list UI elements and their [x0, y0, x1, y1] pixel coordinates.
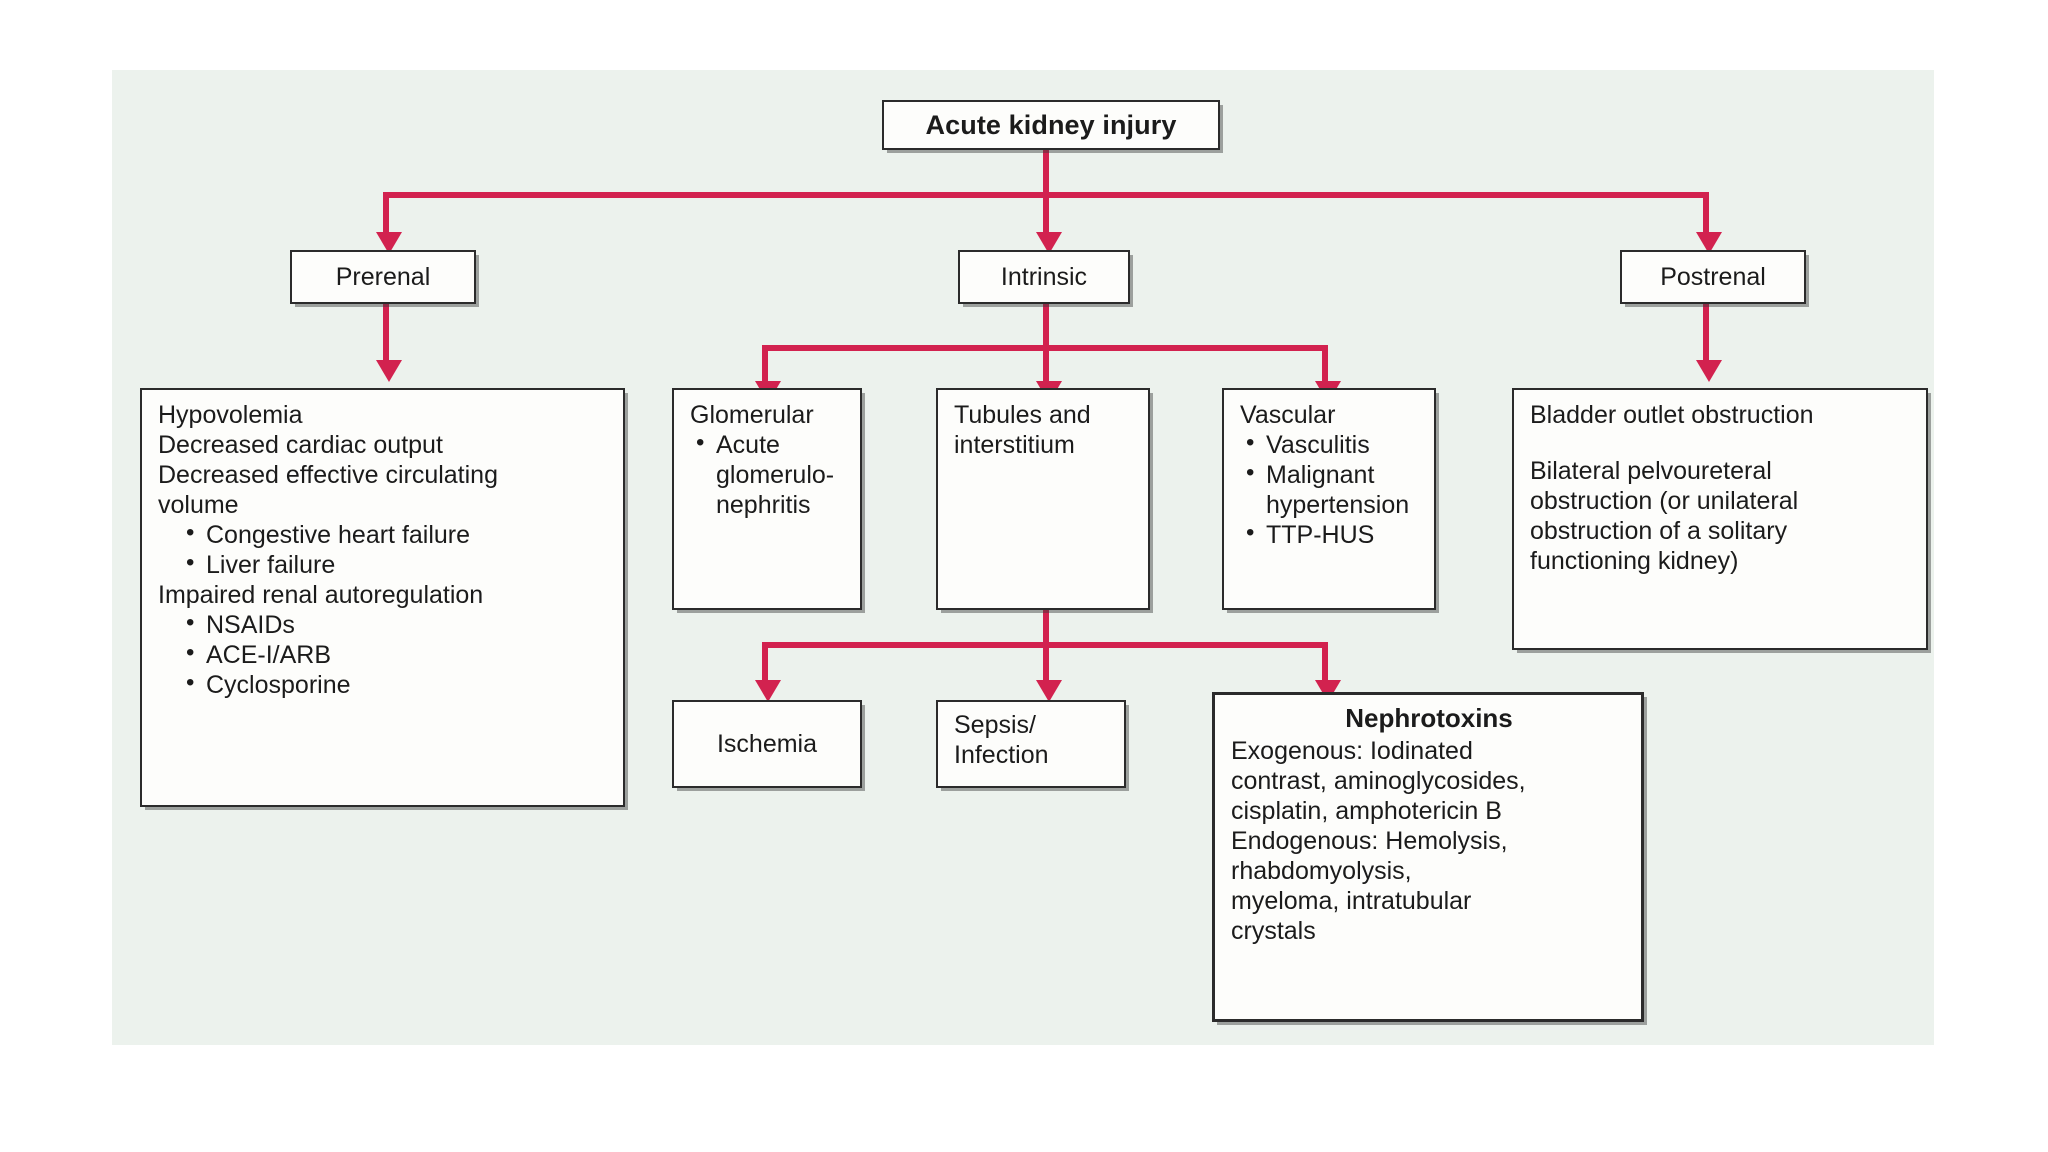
- node-ischemia[interactable]: Ischemia: [672, 700, 862, 788]
- glomerular-bullet-line-2: glomerulo-: [716, 461, 835, 489]
- prerenal-line-5: Impaired renal autoregulation: [158, 581, 484, 609]
- glomerular-bullets: Acute glomerulo- nephritis: [690, 429, 846, 520]
- vascular-bullet-2-line-2: hypertension: [1266, 491, 1410, 519]
- node-intrinsic[interactable]: Intrinsic: [958, 250, 1130, 304]
- connector-root-stem: [1043, 148, 1049, 195]
- sepsis-line-1: Sepsis/: [954, 711, 1036, 739]
- prerenal-line-4: volume: [158, 491, 239, 519]
- arrowhead-prerenal-detail: [376, 360, 402, 382]
- vascular-bullets: Vasculitis Malignant hypertension TTP-HU…: [1240, 429, 1420, 550]
- connector-intrinsic-stem: [1043, 302, 1049, 351]
- prerenal-bullets-autoregulation: NSAIDs ACE-I/ARB Cyclosporine: [158, 609, 609, 700]
- node-postrenal-detail[interactable]: Bladder outlet obstruction Bilateral pel…: [1512, 388, 1928, 650]
- prerenal-line-2: Decreased cardiac output: [158, 431, 443, 459]
- tubules-line-2: interstitium: [954, 431, 1075, 459]
- list-item: TTP-HUS: [1240, 519, 1420, 550]
- node-prerenal-detail[interactable]: Hypovolemia Decreased cardiac output Dec…: [140, 388, 625, 807]
- nephrotoxins-line-3: cisplatin, amphotericin B: [1231, 797, 1502, 826]
- postrenal-line-1: Bladder outlet obstruction: [1530, 401, 1814, 429]
- arrowhead-postrenal: [1696, 232, 1722, 254]
- glomerular-bullet-line-1: Acute: [716, 431, 780, 459]
- connector-tubules-stem: [1043, 600, 1049, 648]
- node-tubules-interstitium[interactable]: Tubules and interstitium: [936, 388, 1150, 610]
- connector-to-postrenal: [1703, 192, 1709, 236]
- list-item: Cyclosporine: [158, 669, 609, 700]
- arrowhead-intrinsic: [1036, 232, 1062, 254]
- node-prerenal[interactable]: Prerenal: [290, 250, 476, 304]
- connector-to-sepsis: [1043, 642, 1049, 684]
- nephrotoxins-line-4: Endogenous: Hemolysis,: [1231, 827, 1508, 856]
- sepsis-line-2: Infection: [954, 741, 1049, 769]
- arrowhead-sepsis: [1036, 680, 1062, 702]
- glomerular-heading: Glomerular: [690, 401, 814, 429]
- vascular-heading: Vascular: [1240, 401, 1336, 429]
- connector-to-vascular: [1322, 345, 1328, 385]
- connector-to-intrinsic: [1043, 192, 1049, 236]
- connector-to-ischemia: [762, 642, 768, 684]
- list-item: Liver failure: [158, 549, 609, 580]
- node-intrinsic-label: Intrinsic: [1000, 263, 1088, 291]
- postrenal-line-5: functioning kidney): [1530, 547, 1739, 575]
- nephrotoxins-line-5: rhabdomyolysis,: [1231, 857, 1412, 886]
- connector-to-glomerular: [762, 345, 768, 385]
- vascular-bullet-2-line-1: Malignant: [1266, 461, 1375, 489]
- connector-to-tubules: [1043, 345, 1049, 385]
- postrenal-line-4: obstruction of a solitary: [1530, 517, 1788, 545]
- nephrotoxins-line-2: contrast, aminoglycosides,: [1231, 767, 1526, 796]
- nephrotoxins-line-7: crystals: [1231, 917, 1316, 946]
- spacer: [1530, 430, 1912, 456]
- connector-to-prerenal: [383, 192, 389, 236]
- node-acute-kidney-injury[interactable]: Acute kidney injury: [882, 100, 1220, 150]
- arrowhead-prerenal: [376, 232, 402, 254]
- list-item: Malignant hypertension: [1240, 459, 1420, 520]
- arrowhead-postrenal-detail: [1696, 360, 1722, 382]
- node-nephrotoxins[interactable]: Nephrotoxins Exogenous: Iodinated contra…: [1212, 692, 1644, 1022]
- list-item: Vasculitis: [1240, 429, 1420, 460]
- node-postrenal[interactable]: Postrenal: [1620, 250, 1806, 304]
- node-vascular[interactable]: Vascular Vasculitis Malignant hypertensi…: [1222, 388, 1436, 610]
- node-ischemia-label: Ischemia: [716, 730, 818, 758]
- nephrotoxins-heading: Nephrotoxins: [1345, 703, 1513, 733]
- list-item: NSAIDs: [158, 609, 609, 640]
- glomerular-bullet-line-3: nephritis: [716, 491, 811, 519]
- arrowhead-ischemia: [755, 680, 781, 702]
- prerenal-line-1: Hypovolemia: [158, 401, 303, 429]
- prerenal-bullets-volume: Congestive heart failure Liver failure: [158, 519, 609, 580]
- connector-to-nephrotoxins: [1322, 642, 1328, 684]
- nephrotoxins-line-1: Exogenous: Iodinated: [1231, 737, 1473, 766]
- postrenal-line-2: Bilateral pelvoureteral: [1530, 457, 1772, 485]
- node-glomerular[interactable]: Glomerular Acute glomerulo- nephritis: [672, 388, 862, 610]
- prerenal-line-3: Decreased effective circulating: [158, 461, 498, 489]
- list-item: ACE-I/ARB: [158, 639, 609, 670]
- node-prerenal-label: Prerenal: [335, 263, 431, 291]
- connector-prerenal-detail: [383, 302, 389, 364]
- list-item: Acute glomerulo- nephritis: [690, 429, 846, 520]
- node-postrenal-label: Postrenal: [1660, 263, 1766, 291]
- tubules-line-1: Tubules and: [954, 401, 1091, 429]
- list-item: Congestive heart failure: [158, 519, 609, 550]
- node-sepsis-infection[interactable]: Sepsis/ Infection: [936, 700, 1126, 788]
- connector-postrenal-detail: [1703, 302, 1709, 364]
- postrenal-line-3: obstruction (or unilateral: [1530, 487, 1799, 515]
- nephrotoxins-line-6: myeloma, intratubular: [1231, 887, 1472, 916]
- node-acute-kidney-injury-label: Acute kidney injury: [925, 109, 1177, 140]
